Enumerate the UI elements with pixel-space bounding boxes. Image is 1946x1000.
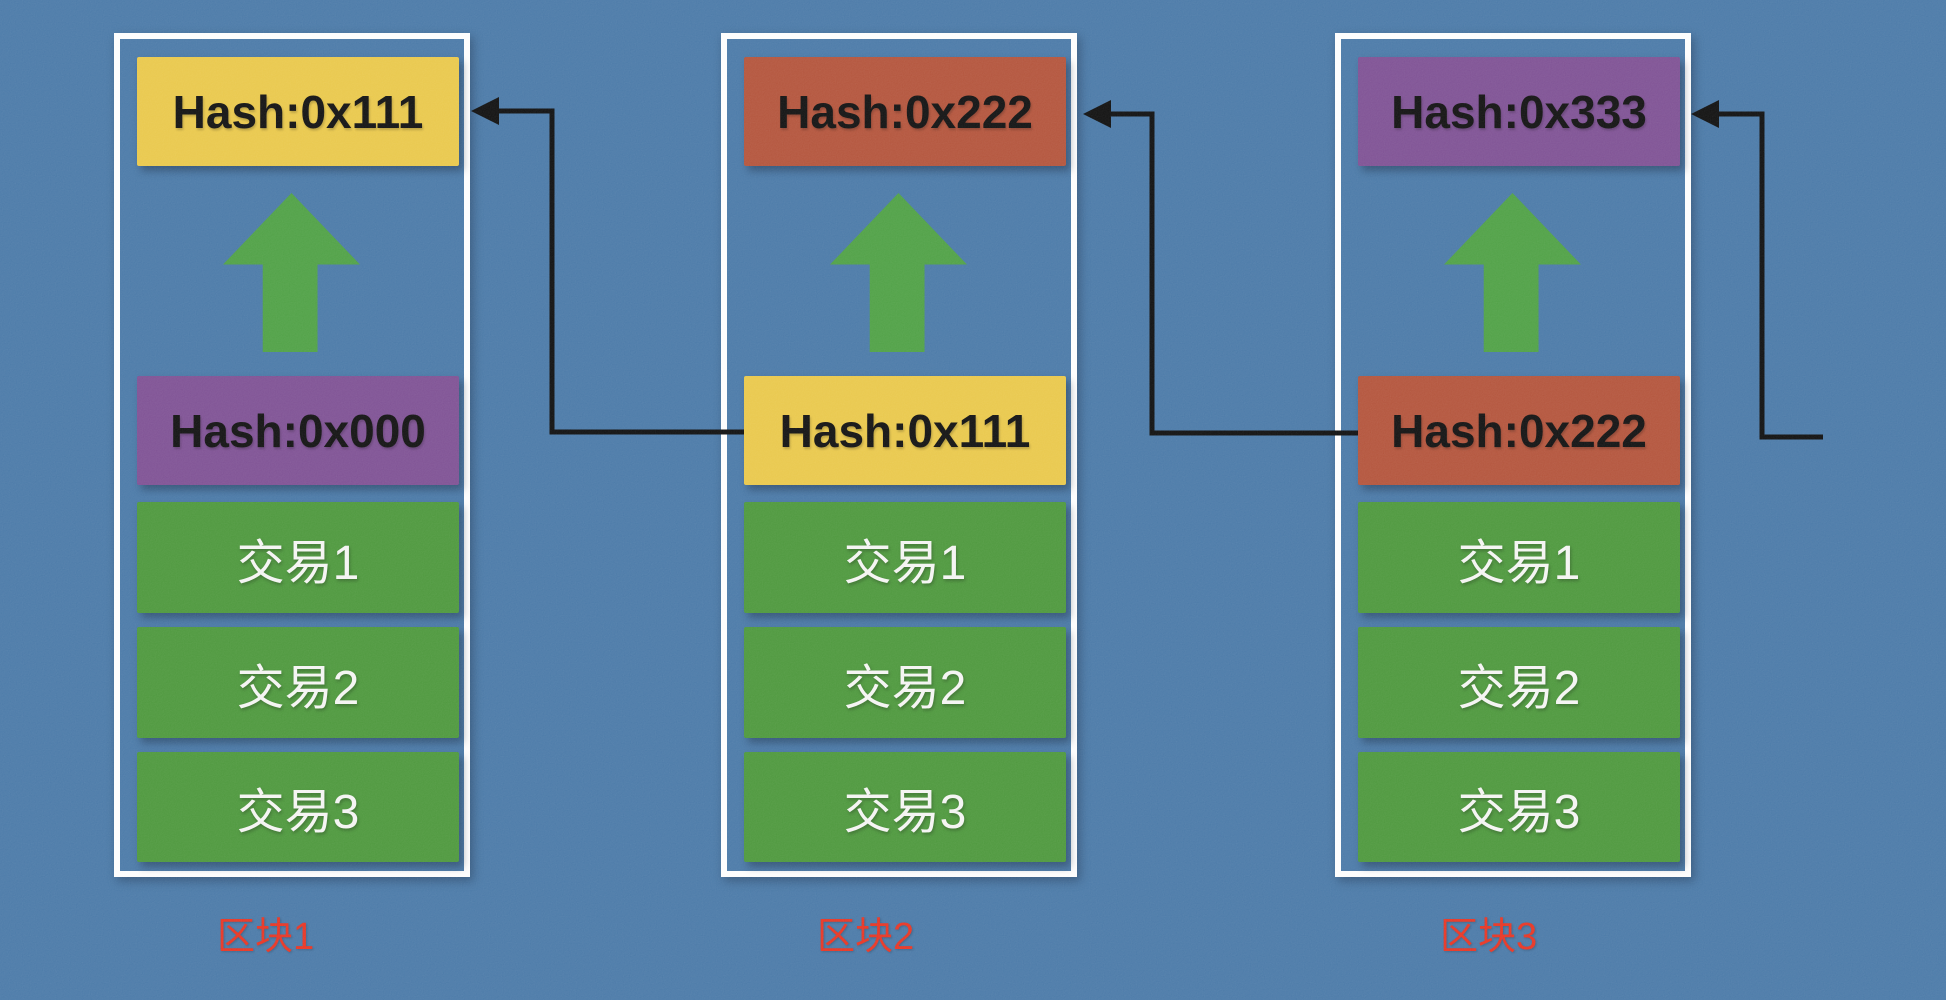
block-panel-2: Hash:0x222 Hash:0x111 交易1 交易2 交易3	[721, 33, 1077, 877]
up-arrow-icon	[223, 193, 360, 352]
transaction-row: 交易3	[744, 752, 1066, 862]
connector-arrow-next-to-block3	[1691, 100, 1823, 440]
connector-arrow-block2-to-block1	[471, 97, 744, 435]
block2-current-hash-box: Hash:0x222	[744, 57, 1066, 166]
transaction-row: 交易1	[744, 502, 1066, 613]
transaction-row: 交易1	[137, 502, 459, 613]
transaction-row: 交易1	[1358, 502, 1680, 613]
block-label-2: 区块2	[817, 916, 915, 958]
block-label-1: 区块1	[217, 916, 315, 958]
transaction-row: 交易3	[1358, 752, 1680, 862]
block3-prev-hash-box: Hash:0x222	[1358, 376, 1680, 485]
transaction-row: 交易2	[744, 627, 1066, 738]
transaction-row: 交易2	[1358, 627, 1680, 738]
transaction-row: 交易3	[137, 752, 459, 862]
block1-current-hash-box: Hash:0x111	[137, 57, 459, 166]
block-label-3: 区块3	[1440, 916, 1538, 958]
block2-prev-hash-box: Hash:0x111	[744, 376, 1066, 485]
up-arrow-icon	[830, 193, 967, 352]
block1-prev-hash-box: Hash:0x000	[137, 376, 459, 485]
up-arrow-icon	[1444, 193, 1581, 352]
transaction-row: 交易2	[137, 627, 459, 738]
block-panel-3: Hash:0x333 Hash:0x222 交易1 交易2 交易3	[1335, 33, 1691, 877]
block-panel-1: Hash:0x111 Hash:0x000 交易1 交易2 交易3	[114, 33, 470, 877]
block3-current-hash-box: Hash:0x333	[1358, 57, 1680, 166]
connector-arrow-block3-to-block2	[1083, 100, 1358, 436]
